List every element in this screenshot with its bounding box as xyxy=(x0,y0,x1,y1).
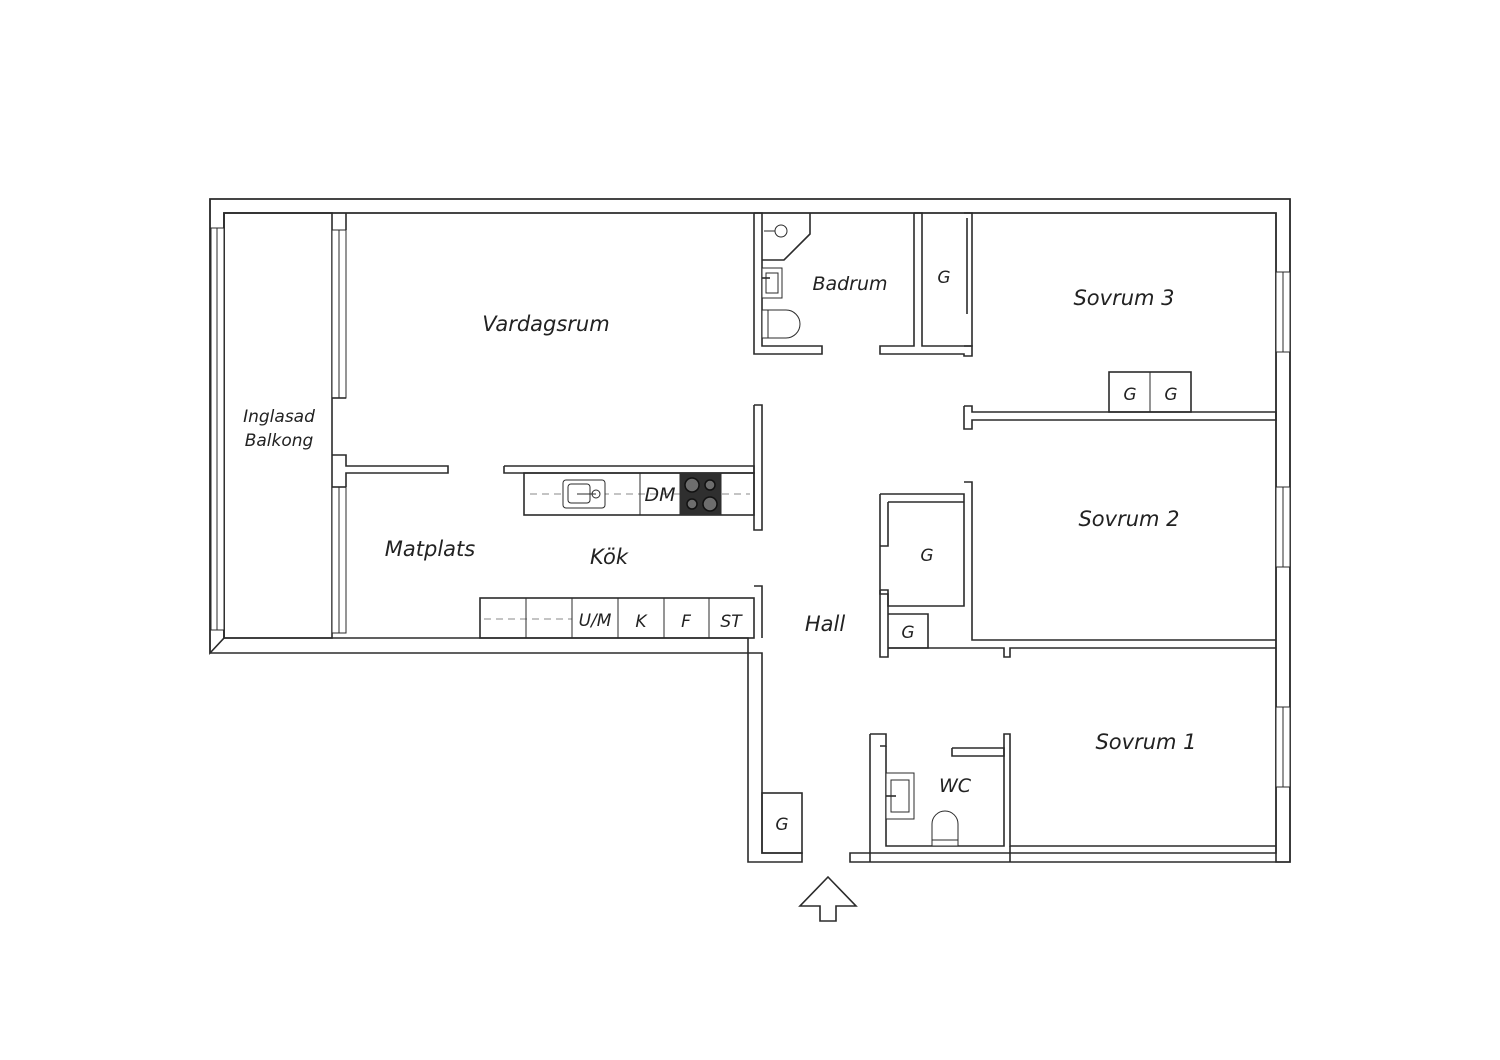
wardrobe-label-sovrum3-a: G xyxy=(1123,385,1136,405)
sink-icon xyxy=(885,772,915,820)
room-label-kok: Kök xyxy=(590,545,629,569)
shower-icon xyxy=(762,213,811,261)
toilet-icon xyxy=(761,309,801,339)
room-label-vardagsrum: Vardagsrum xyxy=(482,312,609,336)
toilet-icon xyxy=(931,810,959,847)
fixture-label-k: K xyxy=(635,612,648,632)
wardrobe-label-hall: G xyxy=(775,815,788,835)
room-label-balkong-2: Balkong xyxy=(245,431,314,451)
stove-icon xyxy=(680,473,721,515)
sink-icon xyxy=(761,267,783,299)
sink-icon xyxy=(562,479,606,509)
facade-windows xyxy=(1275,271,1291,788)
sovrum3-closets xyxy=(1108,371,1192,413)
room-label-balkong-1: Inglasad xyxy=(243,407,315,427)
fixture-label-dm: DM xyxy=(644,484,675,506)
wardrobe-label-hall-small: G xyxy=(901,623,914,643)
room-label-sovrum2: Sovrum 2 xyxy=(1078,507,1179,531)
kitchen-fixtures xyxy=(479,472,755,639)
fixture-label-um: U/M xyxy=(579,611,612,631)
wardrobe-label-badrum: G xyxy=(937,268,950,288)
wardrobe-label-sovrum2: G xyxy=(920,546,933,566)
room-label-hall: Hall xyxy=(805,612,845,636)
entrance-arrow-icon xyxy=(798,875,858,922)
room-label-badrum: Badrum xyxy=(812,273,887,295)
room-labels: Inglasad Balkong Vardagsrum Matplats Kök… xyxy=(243,273,1196,797)
fixture-labels: DM U/M K F ST G G G G G G xyxy=(579,268,1178,835)
wc-fixtures xyxy=(885,772,959,847)
fixture-label-f: F xyxy=(681,612,691,632)
room-label-wc: WC xyxy=(939,775,972,797)
interior-walls xyxy=(332,212,1277,862)
wardrobe-label-sovrum3-b: G xyxy=(1164,385,1177,405)
fixture-label-st: ST xyxy=(720,612,743,632)
room-label-matplats: Matplats xyxy=(385,537,475,561)
room-label-sovrum3: Sovrum 3 xyxy=(1073,286,1174,310)
balcony xyxy=(210,212,347,639)
bathroom-fixtures xyxy=(761,213,811,339)
room-label-sovrum1: Sovrum 1 xyxy=(1095,730,1196,754)
